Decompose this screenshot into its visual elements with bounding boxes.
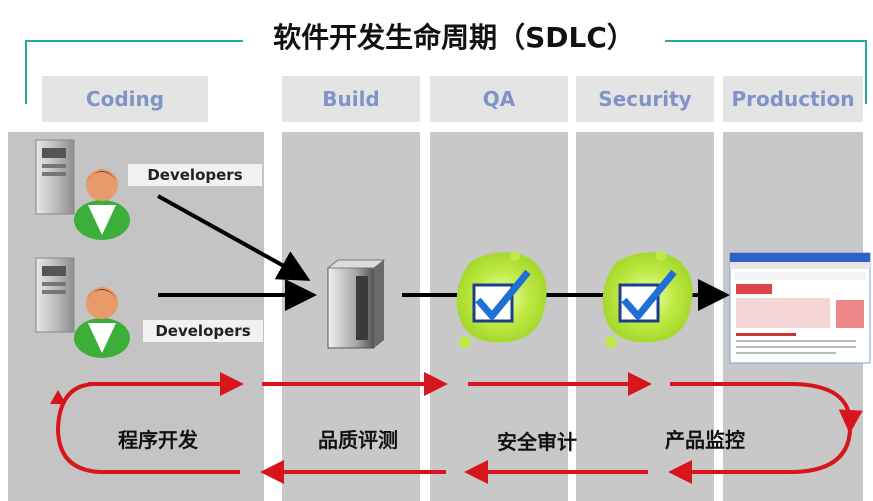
checkbox-check-icon [456, 251, 547, 348]
diagram-title: 软件开发生命周期（SDLC） [243, 14, 665, 58]
phase-label-product-monitoring: 产品监控 [665, 428, 745, 452]
stage-header-qa: QA [430, 76, 568, 122]
developers-label-2: Developers [143, 320, 263, 342]
browser-window-icon [729, 252, 871, 364]
developer-avatar-icon [35, 139, 130, 240]
stage-header-build: Build [282, 76, 420, 122]
stage-header-security: Security [576, 76, 714, 122]
developer-avatar-icon [35, 257, 130, 358]
stage-header-coding: Coding [42, 76, 208, 122]
phase-label-security-audit: 安全审计 [497, 430, 577, 454]
developers-label-1: Developers [128, 164, 262, 186]
stage-header-production: Production [723, 76, 863, 122]
phase-label-development: 程序开发 [118, 428, 198, 452]
phase-label-quality-testing: 品质评测 [318, 428, 398, 452]
build-server-icon [326, 259, 386, 349]
checkbox-check-icon [602, 251, 693, 348]
